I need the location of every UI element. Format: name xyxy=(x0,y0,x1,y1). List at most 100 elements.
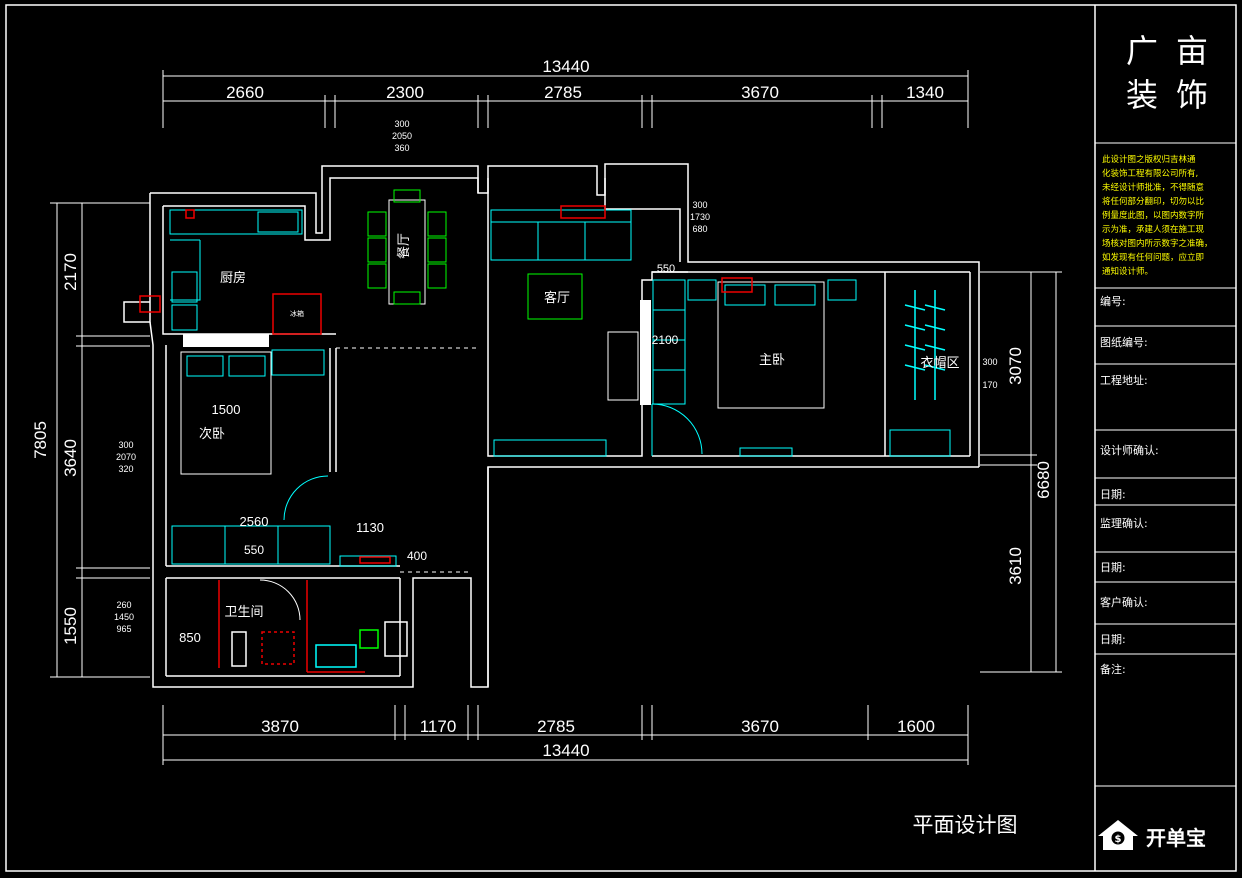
left-dim-3: 1550 xyxy=(61,607,80,645)
living-label: 客厅 xyxy=(544,290,570,306)
bath-window-annotation: 1450 xyxy=(114,612,134,622)
bath-window-annotation: 965 xyxy=(116,624,131,634)
copyright-note: 示为准，承建人须在施工现 xyxy=(1102,224,1205,235)
company-char: 饰 xyxy=(1176,76,1208,114)
dresser xyxy=(889,429,951,457)
door-swing xyxy=(259,579,301,621)
copyright-note: 例量度此图，以图内数字所 xyxy=(1102,210,1205,221)
closet-window-annotation: 300 xyxy=(982,357,997,367)
copyright-note: 如发现有任何问题，应立即 xyxy=(1102,252,1204,263)
closet-window-annotation: 170 xyxy=(982,380,997,390)
bottom-dimensions xyxy=(162,705,969,765)
top-dimensions xyxy=(162,70,969,128)
copyright-note: 通知设计师。 xyxy=(1102,266,1153,277)
left-window-annotation: 300 xyxy=(118,440,133,450)
fridge xyxy=(272,293,322,335)
field-date: 日期: xyxy=(1100,633,1126,646)
bathroom-label: 卫生间 xyxy=(224,605,263,620)
top-dim-1: 2660 xyxy=(226,83,264,102)
field-drawing-number: 图纸编号: xyxy=(1100,335,1148,349)
left-dimensions xyxy=(50,202,150,678)
door-swing xyxy=(283,475,329,521)
bottom-dim-2: 1170 xyxy=(420,717,457,736)
company-char: 亩 xyxy=(1176,32,1208,70)
left-total-dim: 7805 xyxy=(31,421,50,459)
company-char: 装 xyxy=(1126,76,1158,114)
copyright-note: 化装饰工程有限公司所有, xyxy=(1102,168,1198,179)
right-window-annotation: 300 xyxy=(692,200,707,210)
right-window-annotation: 680 xyxy=(692,224,707,234)
field-date: 日期: xyxy=(1100,561,1126,574)
top-window-annotation: 360 xyxy=(394,143,409,153)
copyright-note: 场核对图内所示数字之准确， xyxy=(1102,238,1213,249)
top-dim-3: 2785 xyxy=(544,83,582,102)
title-block: 广 亩 装 饰 此设计图之版权归吉林通 化装饰工程有限公司所有, 未经设计师批准… xyxy=(1095,32,1236,787)
red-fixture xyxy=(359,556,391,564)
red-fixture xyxy=(185,209,195,219)
red-fixture xyxy=(721,277,753,293)
bottom-dim-1: 3870 xyxy=(261,717,299,736)
watermark-logo: $ 开单宝 xyxy=(1098,820,1206,850)
left-dim-2: 3640 xyxy=(61,439,80,477)
right-window-annotation: 1730 xyxy=(690,212,710,222)
drawing-frame xyxy=(5,4,1237,872)
top-dim-4: 3670 xyxy=(741,83,779,102)
dining-table xyxy=(367,189,447,305)
left-dim-1: 2170 xyxy=(61,253,80,291)
bottom-dim-3: 2785 xyxy=(537,717,575,736)
right-dim-2: 3610 xyxy=(1006,547,1025,585)
field-project-address: 工程地址: xyxy=(1100,373,1148,387)
bathroom-fixtures xyxy=(218,580,408,673)
wall-segment xyxy=(640,300,651,405)
master-corridor-dim: 550 xyxy=(657,263,675,275)
right-dimensions xyxy=(980,271,1062,673)
shoe-cabinet-dim: 1130 xyxy=(356,520,384,535)
wardrobe-depth-dim: 550 xyxy=(244,543,264,557)
top-dim-5: 1340 xyxy=(906,83,944,102)
red-fixture xyxy=(139,295,161,313)
copyright-note: 此设计图之版权归吉林通 xyxy=(1102,154,1196,165)
second-bedroom-label: 次卧 xyxy=(199,426,225,442)
left-window-annotation: 2070 xyxy=(116,452,136,462)
field-date: 日期: xyxy=(1100,488,1126,501)
red-fixture xyxy=(560,205,606,219)
right-total-dim: 6680 xyxy=(1034,461,1053,499)
field-designer-confirm: 设计师确认: xyxy=(1100,444,1159,457)
dining-label: 餐厅 xyxy=(396,233,412,259)
shoe-cabinet xyxy=(339,555,397,567)
top-dim-2: 2300 xyxy=(386,83,424,102)
bottom-total-dim: 13440 xyxy=(542,741,589,760)
top-window-annotation: 2050 xyxy=(392,131,412,141)
door-swing xyxy=(651,403,703,455)
field-supervisor-confirm: 监理确认: xyxy=(1100,517,1148,530)
bottom-dim-4: 3670 xyxy=(741,717,779,736)
master-furniture xyxy=(652,279,857,457)
company-char: 广 xyxy=(1126,32,1158,70)
top-total-dim: 13440 xyxy=(542,57,589,76)
field-number: 编号: xyxy=(1100,294,1126,308)
house-dollar-icon: $ xyxy=(1098,820,1138,850)
logo-text: 开单宝 xyxy=(1146,826,1206,850)
left-window-annotation: 320 xyxy=(118,464,133,474)
drawing-title: 平面设计图 xyxy=(913,813,1018,837)
master-label: 主卧 xyxy=(759,353,785,368)
wall-segment xyxy=(183,334,269,347)
balcony-depth-dim: 400 xyxy=(407,549,427,563)
wardrobe-width-dim: 2560 xyxy=(240,514,269,529)
closet-hangers xyxy=(904,290,946,400)
svg-text:$: $ xyxy=(1115,834,1122,845)
living-furniture xyxy=(490,209,639,457)
copyright-note: 未经设计师批准，不得随意 xyxy=(1102,182,1204,193)
bath-width-dim: 850 xyxy=(179,630,201,645)
master-wardrobe-dim: 2100 xyxy=(652,333,679,347)
dashed-lines xyxy=(336,193,489,676)
field-client-confirm: 客户确认: xyxy=(1100,595,1148,609)
bath-window-annotation: 260 xyxy=(116,600,131,610)
kitchen-fixtures xyxy=(169,209,303,331)
bottom-dim-5: 1600 xyxy=(897,717,935,736)
field-remarks: 备注: xyxy=(1100,662,1126,676)
fridge-label: 冰箱 xyxy=(290,309,304,318)
closet-label: 衣帽区 xyxy=(920,355,959,371)
bed2-width-dim: 1500 xyxy=(212,402,241,417)
